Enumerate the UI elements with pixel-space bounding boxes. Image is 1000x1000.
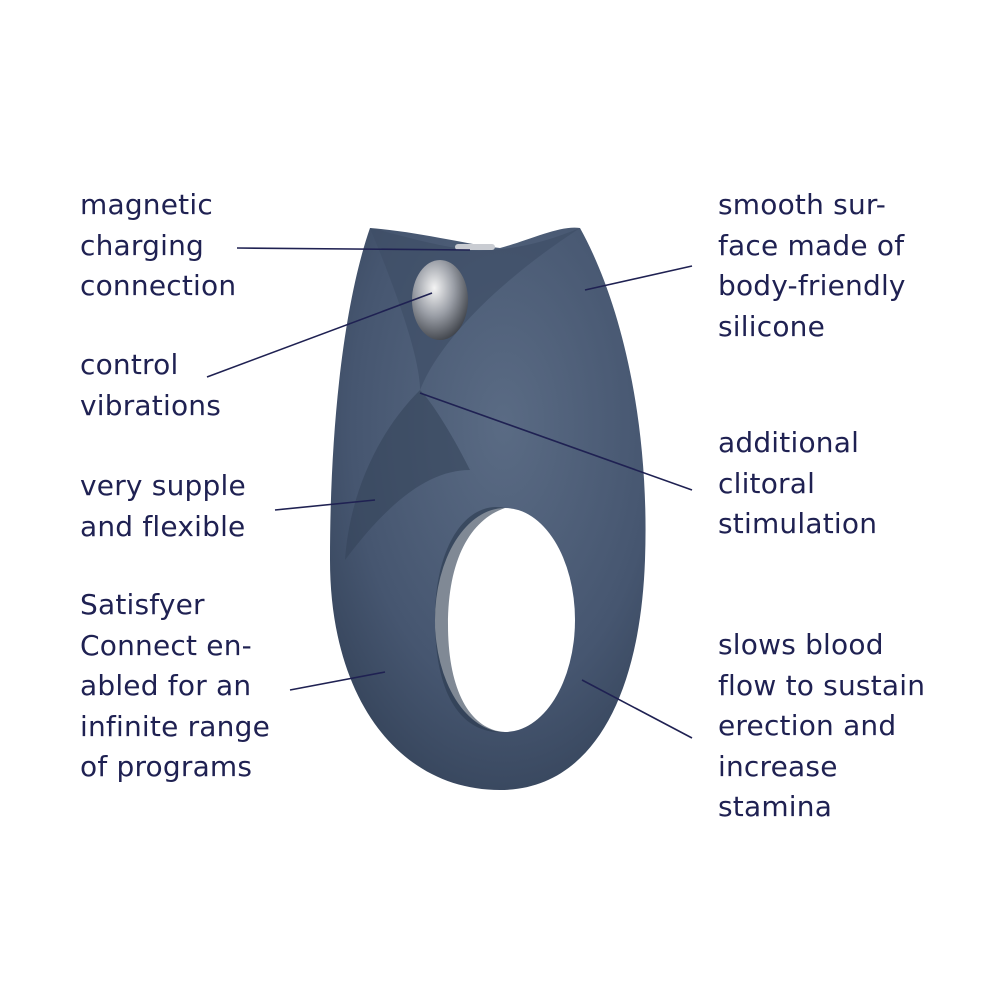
label-smooth-surface: smooth sur- face made of body-friendly s… [718, 185, 906, 347]
label-line: stamina [718, 790, 833, 823]
leader-line-clitoral [419, 392, 693, 491]
label-line: Satisfyer [80, 588, 205, 621]
label-line: abled for an [80, 669, 252, 702]
label-line: face made of [718, 228, 905, 262]
label-blood-flow: slows blood flow to sustain erection and… [718, 625, 925, 828]
label-line: infinite range [80, 709, 271, 743]
label-clitoral-stimulation: additional clitoral stimulation [718, 423, 877, 545]
leader-line-smooth [584, 265, 693, 291]
label-line: and flexible [80, 509, 246, 543]
label-line: increase [718, 749, 838, 783]
label-line: silicone [718, 309, 826, 343]
leader-line-connect [289, 671, 386, 691]
label-line: stimulation [718, 507, 878, 540]
label-line: slows blood [718, 628, 884, 661]
label-satisfyer-connect: Satisfyer Connect en- abled for an infin… [80, 585, 270, 788]
leader-line-control [206, 292, 433, 378]
label-line: erection and [718, 709, 897, 742]
ring-opening [435, 508, 575, 732]
label-line: connection [80, 269, 237, 302]
label-line: Connect en- [80, 628, 252, 662]
control-button [412, 260, 468, 340]
label-line: of programs [80, 750, 253, 783]
label-line: control [80, 348, 179, 381]
label-line: magnetic [80, 188, 213, 221]
leader-line-bloodflow [581, 679, 693, 739]
label-line: smooth sur- [718, 188, 887, 221]
label-line: body-friendly [718, 269, 906, 302]
label-control-vibrations: control vibrations [80, 345, 221, 426]
label-line: very supple [80, 469, 246, 502]
label-line: charging [80, 228, 204, 262]
leader-line-magnetic [236, 247, 471, 251]
leader-lines [206, 247, 693, 739]
label-line: flow to sustain [718, 668, 926, 702]
label-supple-flexible: very supple and flexible [80, 466, 246, 547]
label-line: additional [718, 426, 860, 459]
label-line: vibrations [80, 388, 222, 422]
label-line: clitoral [718, 466, 816, 500]
magnetic-charging-contacts [455, 244, 495, 250]
label-magnetic-charging: magnetic charging connection [80, 185, 236, 307]
cock-ring-body [330, 227, 646, 790]
leader-line-supple [274, 499, 376, 511]
